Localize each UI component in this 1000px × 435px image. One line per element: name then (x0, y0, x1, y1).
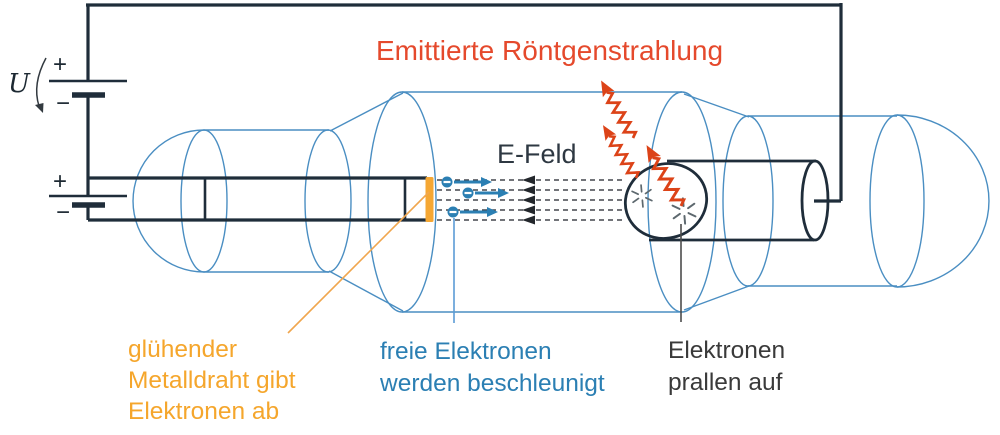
right-dome (896, 114, 990, 288)
title-emitted-xrays: Emittierte Röntgenstrahlung (376, 35, 724, 66)
battery-heater-plus-sign: + (53, 168, 68, 195)
cathode-caption: glühender Metalldraht gibt Elektronen ab (128, 334, 296, 427)
glass-envelope (132, 91, 990, 313)
e-field-label: E-Feld (497, 139, 577, 169)
bulb-rim-right (647, 91, 717, 313)
anode-caption-line: prallen auf (668, 369, 783, 396)
field-arrowhead-icon (522, 175, 535, 185)
electron-caption-line: werden beschleunigt (380, 370, 605, 397)
xray-wave-arrow-icon (596, 120, 643, 183)
cathode-caption-line: Elektronen ab (128, 398, 280, 425)
cathode-caption-line: Metalldraht gibt (128, 367, 296, 394)
anode-back-face (800, 159, 830, 242)
electron-icon (462, 187, 509, 199)
circuit (35, 3, 843, 220)
field-arrowhead-icon (522, 185, 535, 195)
cathode-assembly (88, 176, 434, 222)
electron-icon (441, 176, 492, 188)
anode-caption: Elektronen prallen auf (668, 335, 785, 399)
field-arrowhead-icon (522, 215, 535, 225)
battery-top-minus-sign: − (56, 90, 71, 117)
electron-icon (447, 206, 498, 218)
battery-top-plus-sign: + (53, 51, 68, 78)
field-arrowhead-icon (522, 195, 535, 205)
electron-caption-line: freie Elektronen (380, 338, 552, 365)
glowing-filament (425, 177, 434, 222)
anode-caption-line: Elektronen (668, 337, 786, 364)
electron-caption: freie Elektronen werden beschleunigt (380, 336, 605, 400)
left-dome (132, 129, 205, 273)
rim-3 (722, 115, 774, 287)
filament-leader-line (287, 191, 430, 334)
rim-2 (304, 129, 352, 273)
voltage-arrow (35, 57, 47, 107)
electrons (441, 176, 509, 218)
cathode-caption-line: glühender (128, 336, 237, 363)
battery-heater-minus-sign: − (56, 199, 71, 226)
xray-wave-arrow-icon (593, 75, 641, 143)
cap-rim (869, 114, 925, 288)
voltage-arrowhead-icon (35, 103, 44, 113)
voltage-label: U (8, 69, 30, 99)
field-arrowhead-icon (522, 205, 535, 215)
